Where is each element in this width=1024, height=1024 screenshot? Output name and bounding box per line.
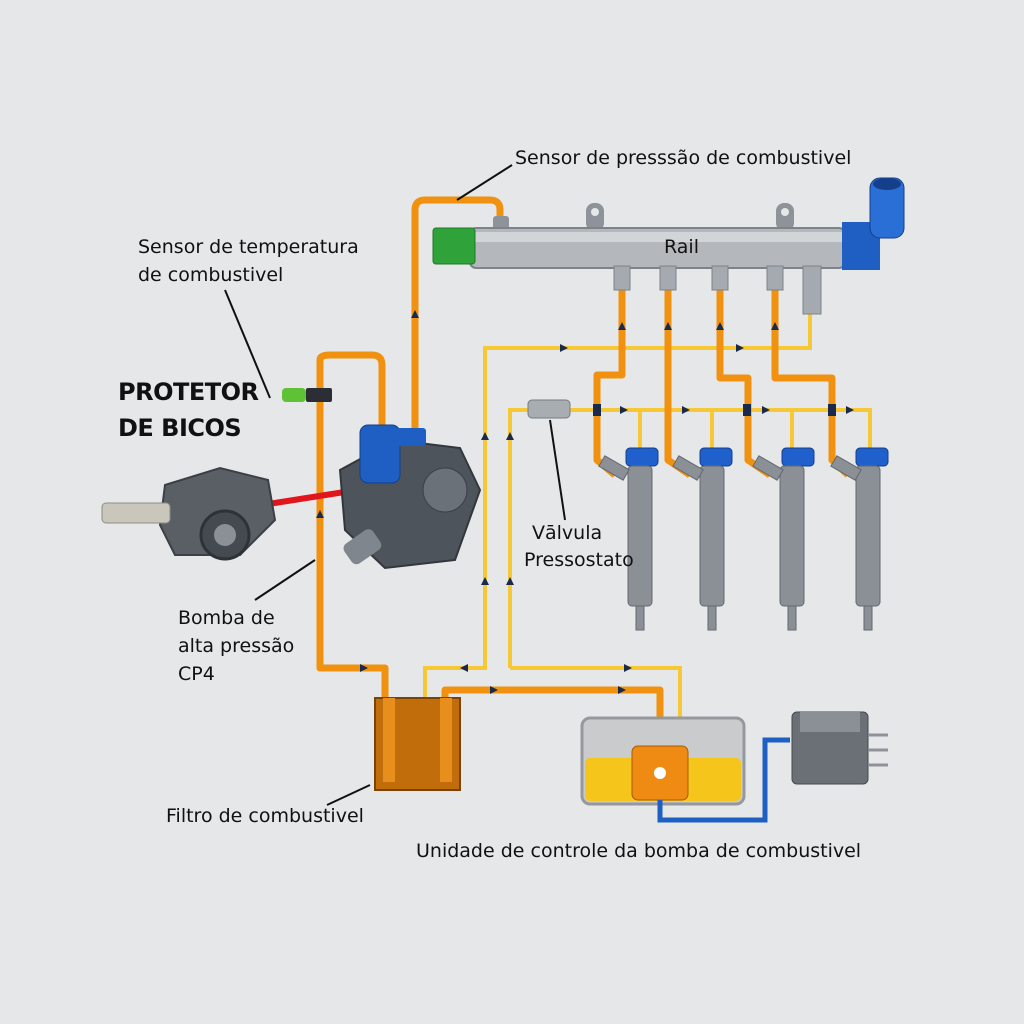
pressure-switch-valve — [527, 399, 571, 419]
pointer-lines — [224, 164, 566, 806]
label-control-unit: Unidade de controle da bomba de combusti… — [416, 840, 862, 862]
label-rail: Rail — [664, 236, 699, 258]
label-protector-1: PROTETOR — [118, 378, 259, 406]
pump-control-unit — [791, 711, 888, 785]
label-temp-sensor-1: Sensor de temperatura — [138, 236, 359, 258]
control-cable — [657, 737, 790, 823]
fuel-tank — [580, 716, 746, 806]
label-valve-2: Pressostato — [524, 549, 634, 571]
label-pressure-sensor: Sensor de presssão de combustivel — [515, 147, 852, 169]
label-pump-2: alta pressão — [178, 635, 295, 657]
label-temp-sensor-2: de combustivel — [138, 264, 284, 286]
return-lines — [423, 300, 872, 740]
fuel-filter — [374, 697, 461, 791]
flow-arrows — [316, 310, 854, 694]
label-filter: Filtro de combustivel — [166, 805, 364, 827]
nozzle-protector — [101, 466, 277, 561]
rail — [432, 177, 905, 315]
label-pump-1: Bomba de — [178, 607, 275, 629]
label-pump-3: CP4 — [178, 663, 215, 685]
label-protector-2: DE BICOS — [118, 414, 242, 442]
injectors — [598, 447, 889, 631]
high-pressure-pump — [338, 424, 482, 570]
temperature-sensor — [282, 388, 332, 402]
label-valve-1: Vālvula — [532, 522, 603, 544]
